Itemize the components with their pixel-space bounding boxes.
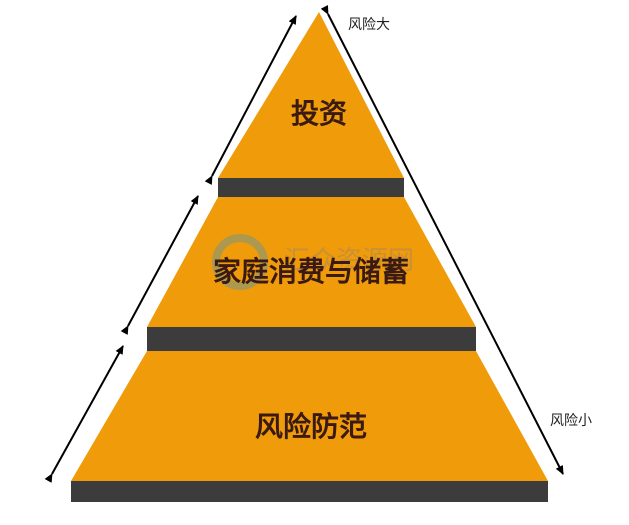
tier-top-label: 投资 [290,97,347,130]
arrow-left-middle-icon [120,195,199,335]
risk-arrow-right-icon [320,5,564,475]
tier-middle-label: 家庭消费与储蓄 [212,255,409,288]
watermark-logo-icon [212,234,268,290]
arrow-left-top-icon [204,15,297,185]
tier-bottom-label: 风险防范 [254,410,367,443]
arrow-left-bottom-icon [44,345,124,483]
risk-low-label: 风险小 [550,413,592,429]
risk-high-label: 风险大 [348,17,390,33]
watermark-text: 汇众资源网 [284,246,415,276]
left-arrows [44,15,297,483]
